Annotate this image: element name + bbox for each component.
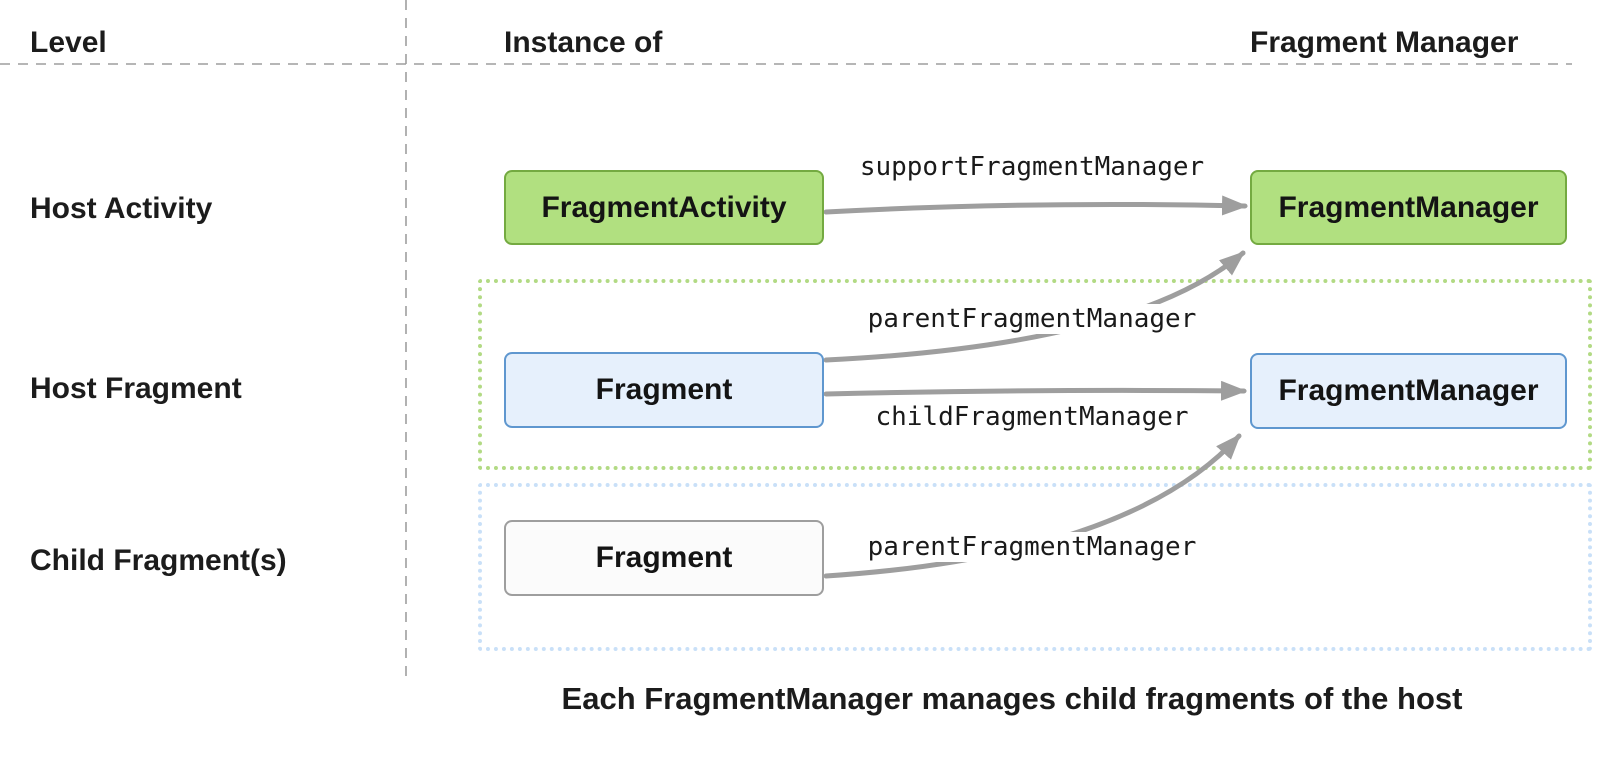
edge-label-parent-fragment-manager-host: parentFragmentManager	[864, 304, 1200, 334]
row-label-host-fragment: Host Fragment	[30, 372, 242, 405]
edge-label-child-fragment-manager: childFragmentManager	[872, 402, 1192, 432]
row-label-host-activity: Host Activity	[30, 192, 213, 225]
node-fragment-manager-host: FragmentManager	[1250, 353, 1567, 429]
diagram-caption: Each FragmentManager manages child fragm…	[561, 681, 1463, 716]
node-fragment-manager-activity: FragmentManager	[1250, 170, 1567, 245]
node-fragment-child: Fragment	[504, 520, 824, 596]
node-fragment-host: Fragment	[504, 352, 824, 428]
node-fragment-activity: FragmentActivity	[504, 170, 824, 245]
header-fragment-manager: Fragment Manager	[1250, 26, 1519, 59]
edge-label-parent-fragment-manager-child: parentFragmentManager	[864, 532, 1200, 562]
support-fragment-manager-arrow	[823, 195, 1248, 216]
header-instance-of: Instance of	[504, 26, 663, 59]
row-label-child-fragments: Child Fragment(s)	[30, 544, 287, 577]
header-level: Level	[30, 26, 107, 59]
edge-label-support-fragment-manager: supportFragmentManager	[856, 152, 1208, 182]
